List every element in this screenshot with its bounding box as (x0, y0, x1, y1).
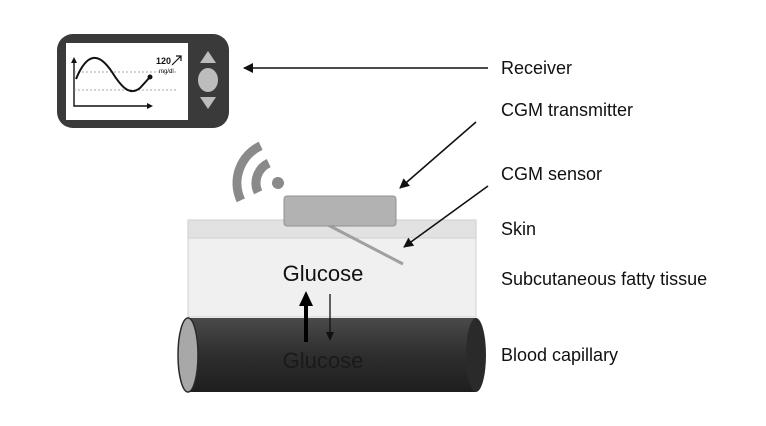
screen-curve-endpoint (147, 74, 153, 80)
cgm-sensor-filament (327, 223, 404, 266)
receiver-screen (66, 43, 188, 120)
receiver-label: Receiver (501, 58, 573, 78)
up-triangle-icon[interactable] (200, 51, 216, 63)
wireless-signal-icon (232, 141, 284, 203)
sensor-label: CGM sensor (501, 164, 603, 184)
sensor-pointer-arrow (403, 185, 489, 248)
transmitter-pointer-arrow (399, 121, 477, 189)
receiver-center-button[interactable] (198, 68, 218, 92)
capillary-glucose-text: Glucose (283, 348, 364, 373)
screen-graph-axes (73, 60, 150, 107)
tissue-glucose-text: Glucose (283, 261, 364, 286)
glucose-down-arrowhead (326, 332, 334, 341)
blood-capillary (177, 317, 486, 393)
skin-label: Skin (501, 219, 537, 239)
down-triangle-icon[interactable] (200, 97, 216, 109)
transmitter-label: CGM transmitter (501, 100, 634, 120)
capillary-left-opening (177, 317, 199, 393)
screen-value: 120 (156, 56, 171, 66)
subcutaneous-tissue (187, 234, 477, 318)
cgm-transmitter (283, 195, 397, 227)
capillary-right-end (466, 318, 486, 392)
receiver-device: 120 mg/dl (57, 34, 229, 128)
tissue-label: Subcutaneous fatty tissue (501, 269, 708, 289)
screen-glucose-curve (75, 56, 151, 93)
screen-unit: mg/dl (159, 69, 174, 75)
capillary-label: Blood capillary (501, 345, 619, 365)
trend-arrow-icon (171, 55, 182, 66)
screen-reference-lines (74, 71, 176, 91)
glucose-up-arrowhead (299, 291, 313, 306)
